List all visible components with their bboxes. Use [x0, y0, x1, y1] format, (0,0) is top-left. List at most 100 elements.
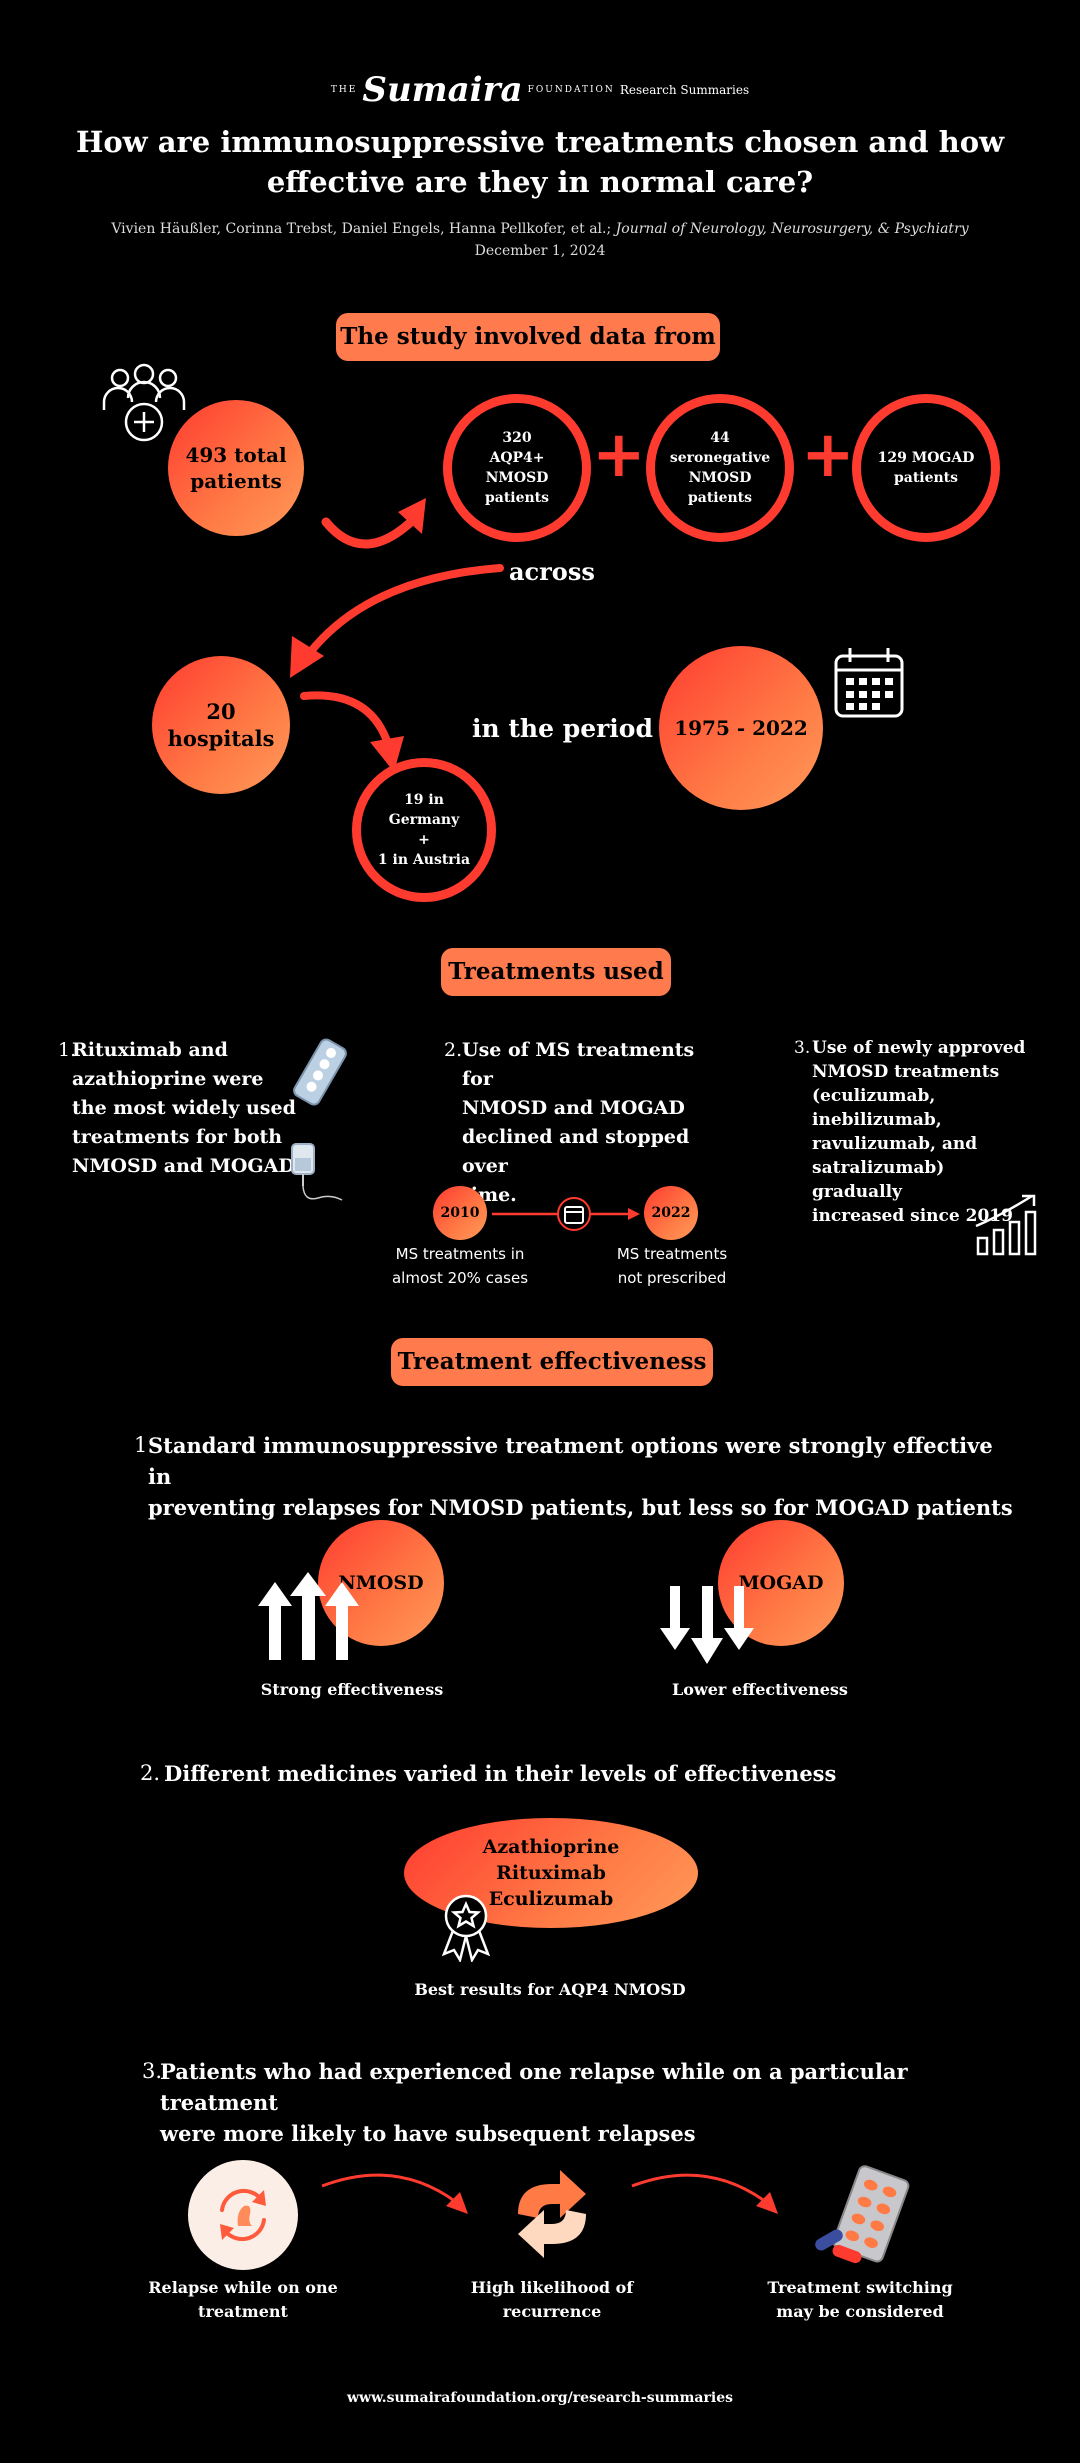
item2-number: 2. — [444, 1039, 463, 1061]
study-heading: The study involved data from — [336, 313, 720, 361]
logo: THE Sumaira FOUNDATION Research Summarie… — [0, 70, 1080, 110]
start-caption-line: MS treatments in — [395, 1245, 525, 1263]
start-caption-line: almost 20% cases — [391, 1269, 529, 1287]
plus-sign-1: + — [592, 418, 646, 492]
group1-line: 320 — [502, 430, 532, 446]
step2-line: recurrence — [502, 2302, 602, 2321]
treatment-item-3: 3. Use of newly approved NMOSD treatment… — [794, 1036, 1034, 1228]
footer-url[interactable]: www.sumairafoundation.org/research-summa… — [347, 2390, 733, 2406]
total-patients-circle: 493 total patients — [168, 400, 304, 536]
point1-line-1: Standard immunosuppressive treatment opt… — [148, 1433, 993, 1489]
logo-tag: Research Summaries — [619, 83, 750, 97]
item3-line: ravulizumab, and — [812, 1134, 978, 1154]
countries-line: 1 in Austria — [377, 852, 471, 868]
logo-suffix: FOUNDATION — [527, 85, 615, 95]
item1-line: NMOSD and MOGAD — [72, 1155, 295, 1177]
award-ribbon-icon — [441, 1894, 491, 1962]
relapse-cycle-icon — [220, 2188, 266, 2242]
across-label: across — [509, 557, 595, 586]
countries-line: Germany — [388, 812, 460, 828]
step-arrow-2 — [631, 2173, 778, 2214]
timeline-arrow — [492, 1197, 640, 1231]
hospitals-circle: 20 hospitals — [152, 656, 290, 794]
item3-line: Use of newly approved — [812, 1038, 1026, 1058]
group3-line: 129 MOGAD — [877, 450, 975, 466]
group1-line: patients — [484, 490, 550, 506]
point1-line-2: preventing relapses for NMOSD patients, … — [148, 1495, 1013, 1520]
group1-line: AQP4+ — [489, 450, 545, 466]
treatments-heading: Treatments used — [441, 948, 671, 996]
group3-line: patients — [893, 470, 959, 486]
item1-line: the most widely used — [72, 1097, 296, 1119]
item1-line: Rituximab and — [72, 1039, 228, 1061]
step2-line: High likelihood of — [470, 2278, 634, 2297]
effectiveness-point-3: 3. Patients who had experienced one rela… — [142, 2056, 1022, 2149]
best-drug: Eculizumab — [488, 1888, 614, 1910]
item1-number: 1. — [58, 1039, 77, 1061]
medication-icon — [815, 2165, 910, 2264]
item2-line: Use of MS treatments for — [462, 1039, 695, 1090]
recurrence-icon — [518, 2170, 586, 2258]
year-2010: 2010 — [440, 1205, 480, 1221]
iv-bag-icon — [291, 1143, 343, 1201]
treatment-item-1: 1. Rituximab and azathioprine were the m… — [58, 1036, 298, 1181]
group2-line: patients — [687, 490, 753, 506]
end-caption-line: not prescribed — [617, 1269, 727, 1287]
end-caption-line: MS treatments — [616, 1245, 728, 1263]
item3-line: (eculizumab, — [812, 1086, 936, 1106]
item3-line: satralizumab) gradually — [812, 1158, 945, 1202]
countries-line: + — [418, 832, 430, 848]
year-2022: 2022 — [651, 1205, 691, 1221]
point3-line-2: were more likely to have subsequent rela… — [160, 2121, 696, 2146]
arrow-to-groups — [321, 498, 426, 549]
step-arrow-1 — [321, 2173, 468, 2214]
pill-blister-icon — [293, 1038, 347, 1106]
growth-chart-icon — [975, 1194, 1037, 1256]
hospitals-line-2: hospitals — [167, 726, 275, 751]
nmosd-label: NMOSD — [338, 1572, 424, 1594]
logo-script: Sumaira — [362, 70, 523, 110]
citation: Vivien Häußler, Corinna Trebst, Daniel E… — [0, 218, 1080, 262]
point2-number: 2. — [140, 1761, 161, 1785]
down-arrows-icon — [660, 1586, 754, 1664]
logo-prefix: THE — [330, 85, 358, 95]
year-2010-circle: 2010 — [433, 1186, 487, 1240]
group-mogad-circle: 129 MOGAD patients — [852, 394, 1000, 542]
group-aqp4-circle: 320 AQP4+ NMOSD patients — [443, 394, 591, 542]
group1-line: NMOSD — [485, 470, 549, 486]
mogad-label: MOGAD — [738, 1572, 824, 1594]
step1-line: treatment — [198, 2302, 288, 2321]
hospitals-line-1: 20 — [206, 699, 236, 724]
journal: Journal of Neurology, Neurosurgery, & Ps… — [615, 221, 969, 237]
start-caption: MS treatments in almost 20% cases — [380, 1242, 540, 1290]
point3-number: 3. — [142, 2059, 163, 2083]
arrow-to-hospitals — [290, 564, 504, 678]
item3-line: inebilizumab, — [812, 1110, 942, 1130]
period-circle: 1975 - 2022 — [659, 646, 823, 810]
group2-line: seronegative — [669, 450, 771, 466]
item1-line: treatments for both — [72, 1126, 283, 1148]
step3-line: Treatment switching — [767, 2278, 953, 2297]
best-drug: Azathioprine — [482, 1836, 620, 1858]
authors: Vivien Häußler, Corinna Trebst, Daniel E… — [111, 221, 612, 237]
countries-circle: 19 in Germany + 1 in Austria — [352, 758, 496, 902]
point3-line-1: Patients who had experienced one relapse… — [160, 2059, 908, 2115]
step-1-caption: Relapse while on one treatment — [128, 2276, 358, 2324]
page-title: How are immunosuppressive treatments cho… — [0, 122, 1080, 202]
relapse-circle — [188, 2160, 298, 2270]
item3-line: NMOSD treatments — [812, 1062, 1000, 1082]
end-caption: MS treatments not prescribed — [592, 1242, 752, 1290]
title-line-2: effective are they in normal care? — [266, 165, 814, 199]
pub-date: December 1, 2024 — [474, 243, 606, 259]
title-line-1: How are immunosuppressive treatments cho… — [75, 125, 1005, 159]
item2-line: declined and stopped over — [462, 1126, 690, 1177]
point2-text: Different medicines varied in their leve… — [164, 1761, 837, 1786]
period-value: 1975 - 2022 — [674, 716, 808, 740]
step-3-caption: Treatment switching may be considered — [745, 2276, 975, 2324]
effectiveness-point-1: 1. Standard immunosuppressive treatment … — [134, 1430, 1014, 1523]
nmosd-circle: NMOSD — [318, 1520, 444, 1646]
item3-line: increased since 2019 — [812, 1206, 1013, 1226]
up-arrows-icon — [258, 1572, 359, 1660]
arrow-to-countries — [300, 691, 404, 772]
best-drug: Rituximab — [496, 1862, 606, 1884]
